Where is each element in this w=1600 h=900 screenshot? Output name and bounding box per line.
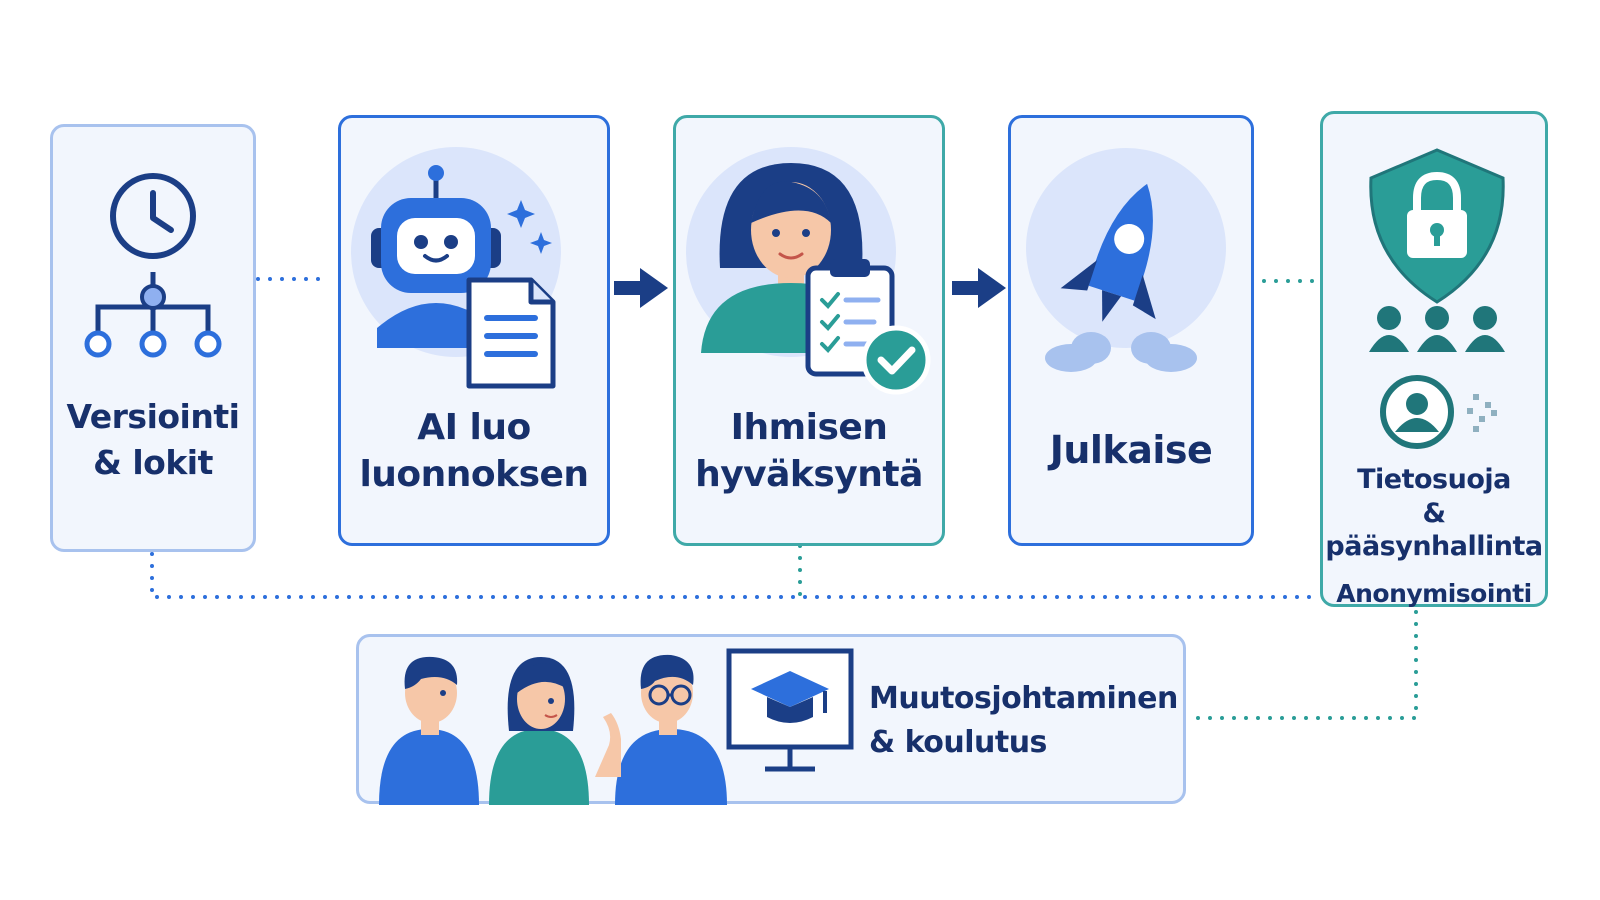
step-card-privacy: Tietosuoja & pääsynhallinta Anonymisoint… [1320, 111, 1548, 609]
training-label-line2: & koulutus [869, 725, 1047, 760]
dotted-connector-bottom-loop [150, 552, 1312, 599]
person-icon [595, 654, 727, 805]
step-label-line1: Versiointi [66, 397, 240, 436]
clock-tree-icon [84, 173, 222, 358]
person-icon [379, 656, 479, 805]
robot-document-icon [351, 147, 561, 389]
step-label-publish: Julkaise [1011, 428, 1251, 474]
step-label-versioning: Versiointi & lokit [53, 397, 253, 482]
arrow-approval-to-publish [952, 268, 1006, 308]
step-label-line2: luonnoksen [359, 454, 589, 496]
people-training-illustration [379, 648, 854, 805]
step-label-line2: & pääsynhallinta [1325, 498, 1543, 562]
shield-lock-icon [1369, 148, 1505, 449]
step-card-publish: Julkaise [1008, 115, 1254, 546]
step-label-line1: Ihmisen [730, 407, 888, 448]
training-label-line1: Muutosjohtaminen [869, 681, 1178, 716]
step-label-line2: & lokit [93, 442, 213, 482]
step-card-versioning: Versiointi & lokit [50, 124, 256, 552]
step-label-privacy: Tietosuoja & pääsynhallinta Anonymisoint… [1323, 464, 1545, 609]
step-label-line3: Anonymisointi [1336, 579, 1532, 609]
person-icon [489, 657, 589, 805]
rocket-icon [1026, 148, 1226, 372]
step-label-line1: Tietosuoja [1357, 464, 1511, 495]
dotted-connector-privacy-training [1184, 610, 1418, 720]
step-card-ai-draft: AI luo luonnoksen [338, 115, 610, 546]
arrow-ai-to-approval [614, 268, 668, 308]
people-group-icon [1369, 306, 1505, 352]
person-clipboard-check-icon [686, 147, 931, 395]
step-card-human-approval: Ihmisen hyväksyntä [673, 115, 945, 546]
step-label-line1: Julkaise [1049, 428, 1213, 472]
step-label-line1: AI luo [417, 407, 531, 448]
step-label-human-approval: Ihmisen hyväksyntä [676, 406, 942, 496]
training-card: Muutosjohtaminen & koulutus [356, 634, 1186, 805]
graduation-cap-screen-icon [726, 648, 854, 772]
step-label-ai-draft: AI luo luonnoksen [341, 406, 607, 496]
step-label-line2: hyväksyntä [695, 454, 923, 496]
training-label: Muutosjohtaminen & koulutus [869, 681, 1178, 761]
